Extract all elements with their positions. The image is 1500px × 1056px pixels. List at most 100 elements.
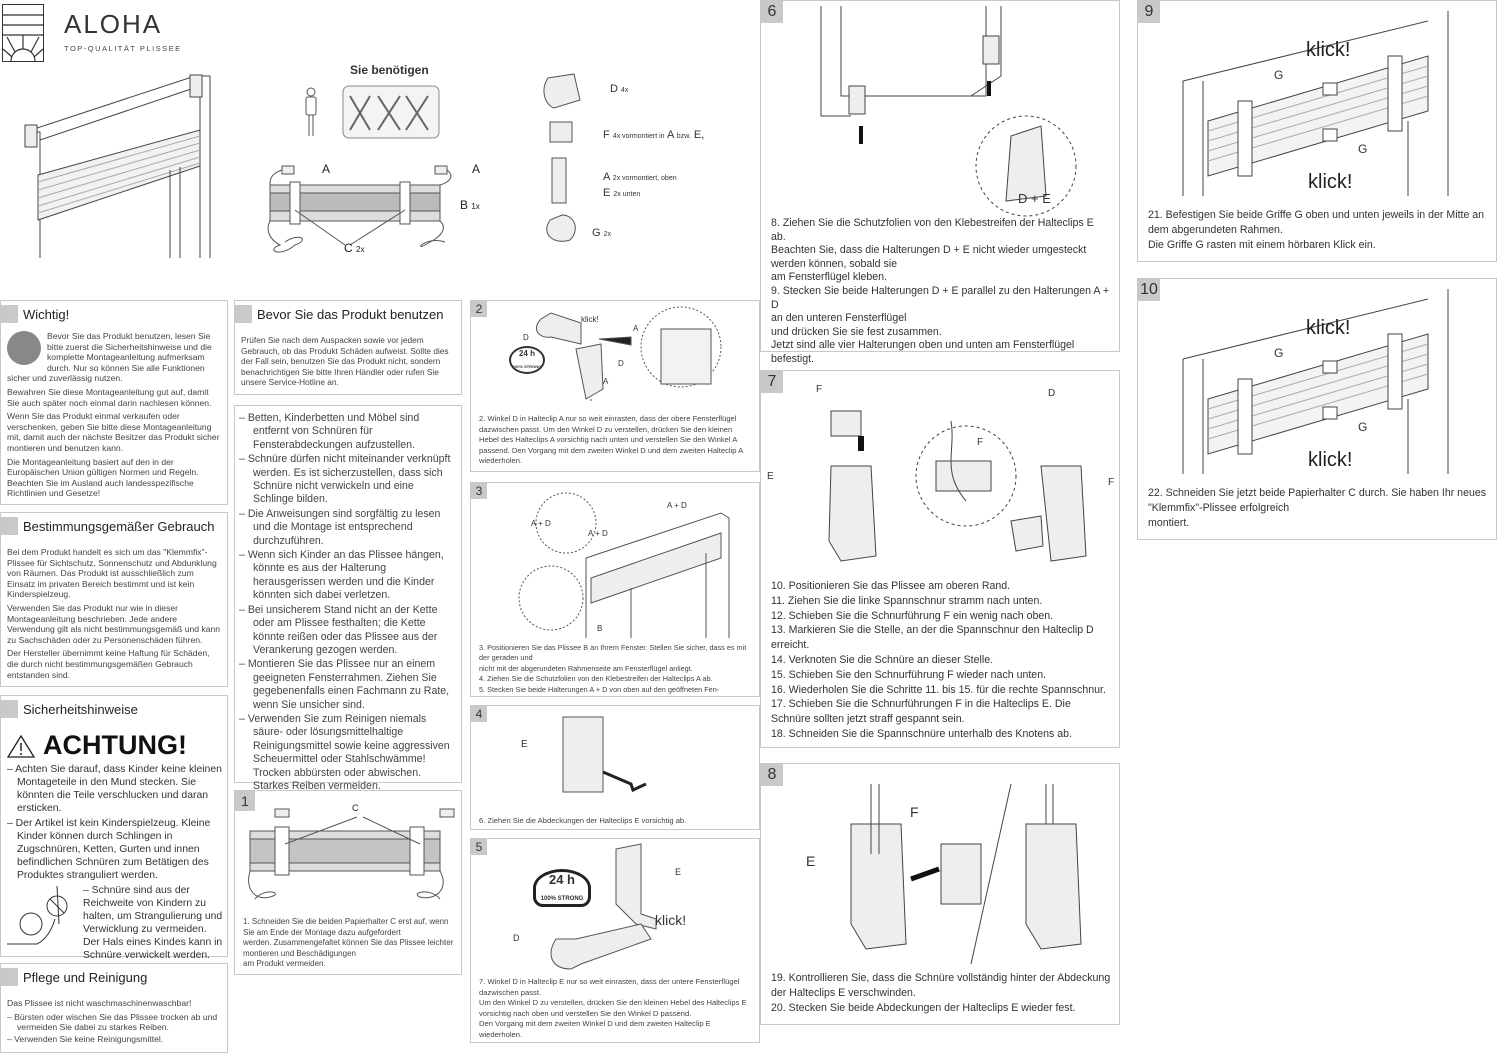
step-6-illustration: [820, 6, 1077, 217]
step-number: 5: [471, 839, 487, 855]
section-title: Pflege und Reinigung: [23, 969, 148, 985]
paragraph: Bevor Sie das Produkt benutzen, lesen Si…: [7, 331, 212, 384]
needs-title: Sie benötigen: [350, 63, 429, 77]
label-a: A: [603, 377, 609, 386]
step-number: 10: [1138, 279, 1160, 301]
aloha-logo-icon: [2, 4, 44, 62]
child-strangulation-warning-icon: [7, 885, 68, 945]
paragraph: Das Plissee ist nicht waschmaschinenwasc…: [7, 998, 192, 1008]
safety-item: – Achten Sie darauf, dass Kinder keine k…: [7, 764, 222, 814]
step-4-illustration: [562, 716, 647, 793]
label-b: B: [597, 624, 603, 633]
step-8: 8 F E 19. Kontrollieren Sie, dass die Sc…: [760, 763, 1120, 1025]
step-5-illustration: [550, 843, 657, 970]
step-1-illustration: [248, 808, 455, 900]
section-hinweise: – Betten, Kinderbetten und Möbel sind en…: [234, 405, 462, 792]
step-2-illustration: [536, 306, 722, 401]
hint-item: – Schnüre dürfen nicht miteinander verkn…: [239, 453, 451, 506]
hint-item: – Bei unsicherem Stand nicht an der Kett…: [239, 603, 438, 656]
paragraph: Die Montageanleitung basiert auf den in …: [7, 456, 199, 499]
step-number: 2: [471, 301, 487, 317]
safety-item: – Der Artikel ist kein Kinderspielzeug. …: [7, 818, 211, 881]
label-f: F: [1108, 477, 1115, 488]
warning-triangle-icon: [6, 734, 36, 758]
section-title: Wichtig!: [23, 306, 70, 322]
label-c: C: [352, 803, 359, 813]
section-title: Sicherheitshinweise: [23, 701, 138, 717]
paragraph: Bei dem Produkt handelt es sich um das "…: [7, 547, 217, 600]
plissee-package-illustration: [267, 165, 452, 253]
label-a-d: A + D: [667, 501, 687, 510]
step-9-caption: 21. Befestigen Sie beide Griffe G oben u…: [1148, 209, 1485, 251]
step-number: 9: [1138, 1, 1160, 23]
step-3: 3 A + D A + D A + D B 3. Positionieren S…: [470, 482, 760, 697]
paragraph: Prüfen Sie nach dem Auspacken sowie vor …: [241, 335, 449, 388]
section-bevor: Bevor Sie das Produkt benutzen Prüfen Si…: [234, 300, 462, 395]
label-g: G: [1358, 420, 1368, 434]
step-8-illustration: [850, 783, 1082, 965]
label-klick: klick!: [1306, 39, 1351, 61]
halteclip-icon: [551, 157, 567, 204]
part-label-c: C 2x: [344, 241, 365, 255]
brand-name: ALOHA: [64, 9, 163, 39]
step-9-illustration: [1182, 11, 1449, 196]
step-4: 4 E 6. Ziehen Sie die Abdeckungen der Ha…: [470, 705, 760, 830]
step-number: 6: [761, 1, 783, 23]
part-label-b: B 1x: [460, 198, 480, 212]
safety-cord-note: – Schnüre sind aus der Reichweite von Ki…: [83, 885, 223, 961]
step-6-caption: 8. Ziehen Sie die Schutzfolien von den K…: [771, 217, 1110, 365]
step-8-caption: 19. Kontrollieren Sie, dass die Schnüre …: [771, 972, 1111, 1014]
step-number: 3: [471, 483, 487, 499]
label-g: G: [1274, 346, 1284, 360]
label-g: G: [1274, 68, 1284, 82]
label-klick: klick!: [655, 912, 687, 928]
step-4-caption: 6. Ziehen Sie die Abdeckungen der Haltec…: [479, 816, 687, 825]
part-g-label: G 2x: [592, 227, 612, 239]
section-bestimmung: Bestimmungsgemäßer Gebrauch Bei dem Prod…: [0, 512, 228, 687]
section-wichtig: Wichtig! Bevor Sie das Produkt benutzen,…: [0, 300, 228, 505]
step-10: 10 klick! G G klick! 22. Schneiden Sie j…: [1137, 278, 1497, 540]
label-klick: klick!: [1306, 317, 1351, 339]
paragraph: Bewahren Sie diese Montageanleitung gut …: [7, 386, 212, 408]
step-3-caption: 3. Positionieren Sie das Plissee B an Ih…: [479, 643, 747, 694]
step-number: 4: [471, 706, 487, 722]
step-1: 1 C 1. Schneiden Sie die beiden Papierha…: [234, 790, 462, 975]
section-title: Bestimmungsgemäßer Gebrauch: [23, 518, 215, 534]
label-d: D: [1048, 388, 1056, 399]
label-g: G: [1358, 142, 1368, 156]
step-9: 9 klick! G G klick! 21. Befestigen Sie b…: [1137, 0, 1497, 262]
parts-icons: [543, 73, 581, 242]
paragraph: Wenn Sie das Produkt einmal verkaufen od…: [7, 411, 220, 453]
schnurfuehrung-f-icon: [549, 121, 573, 143]
label-d-e: D + E: [1018, 191, 1051, 206]
section-title: Bevor Sie das Produkt benutzen: [257, 306, 444, 322]
part-label-a-left: A: [322, 162, 331, 176]
label-e: E: [675, 867, 682, 877]
window-plissee-illustration: [24, 74, 211, 258]
label-a-d: A + D: [588, 529, 608, 538]
label-f: F: [816, 384, 823, 395]
read-manual-icon: [7, 331, 41, 365]
step-7: 7 F E F D F 10. Positionieren Sie das Pl…: [760, 370, 1120, 748]
step-6: 6 D + E 8. Ziehen Sie die Schutzfolien v…: [760, 0, 1120, 365]
hint-item: – Die Anweisungen sind sorgfältig zu les…: [239, 507, 441, 547]
label-klick: klick!: [581, 315, 599, 324]
section-pflege: Pflege und Reinigung Das Plissee ist nic…: [0, 963, 228, 1053]
step-number: 7: [761, 371, 783, 393]
label-e: E: [767, 471, 774, 482]
paragraph: Verwenden Sie das Produkt nur wie in die…: [7, 602, 221, 645]
care-item: – Bürsten oder wischen Sie das Plissee t…: [7, 1011, 218, 1033]
step-10-illustration: [1182, 289, 1449, 474]
label-d: D: [513, 933, 520, 943]
step-number: 8: [761, 764, 783, 786]
step-7-illustration: [828, 410, 1087, 562]
label-klick: klick!: [1308, 449, 1353, 471]
label-e: E: [806, 853, 816, 869]
hint-item: – Verwenden Sie zum Reinigen niemals säu…: [239, 712, 450, 792]
label-f: F: [977, 437, 984, 448]
step-10-caption: 22. Schneiden Sie jetzt beide Papierhalt…: [1148, 487, 1487, 529]
warning-heading: ACHTUNG!: [43, 730, 187, 760]
step-1-caption: 1. Schneiden Sie die beiden Papierhalter…: [243, 917, 454, 969]
